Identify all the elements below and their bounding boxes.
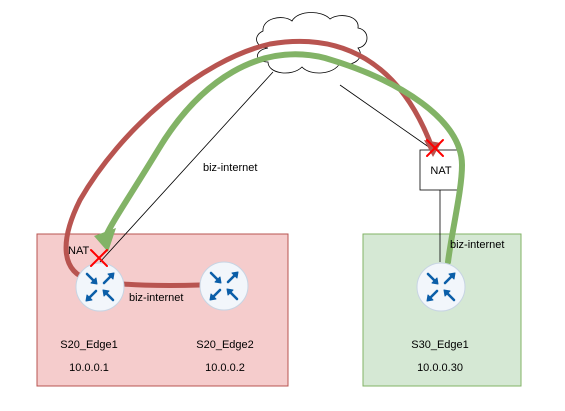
nat-box-label: NAT xyxy=(430,165,451,177)
nat-left-label: NAT xyxy=(68,245,89,257)
router-ip: 10.0.0.30 xyxy=(417,362,463,374)
path-red-arrowhead xyxy=(424,140,441,157)
router-name: S30_Edge1 xyxy=(411,339,469,351)
router-name: S20_Edge1 xyxy=(60,339,118,351)
link-label-biz-internet: biz-internet xyxy=(450,239,504,251)
router-ip: 10.0.0.1 xyxy=(69,362,109,374)
link-label-biz-internet: biz-internet xyxy=(129,292,183,304)
block-x-icon xyxy=(90,249,108,267)
router-icon xyxy=(415,261,467,313)
site-s20-container xyxy=(36,233,289,387)
link-cloud-nat xyxy=(339,84,434,151)
block-x-icon xyxy=(426,139,444,157)
router-icon xyxy=(74,261,126,313)
link-cloud-s20-edge1 xyxy=(99,71,274,263)
router-ip: 10.0.0.2 xyxy=(205,362,245,374)
path-green xyxy=(103,51,466,265)
router-icon xyxy=(198,260,250,312)
path-green-arrowhead xyxy=(94,228,116,252)
router-name: S20_Edge2 xyxy=(196,339,254,351)
link-label-biz-internet: biz-internet xyxy=(203,162,257,174)
